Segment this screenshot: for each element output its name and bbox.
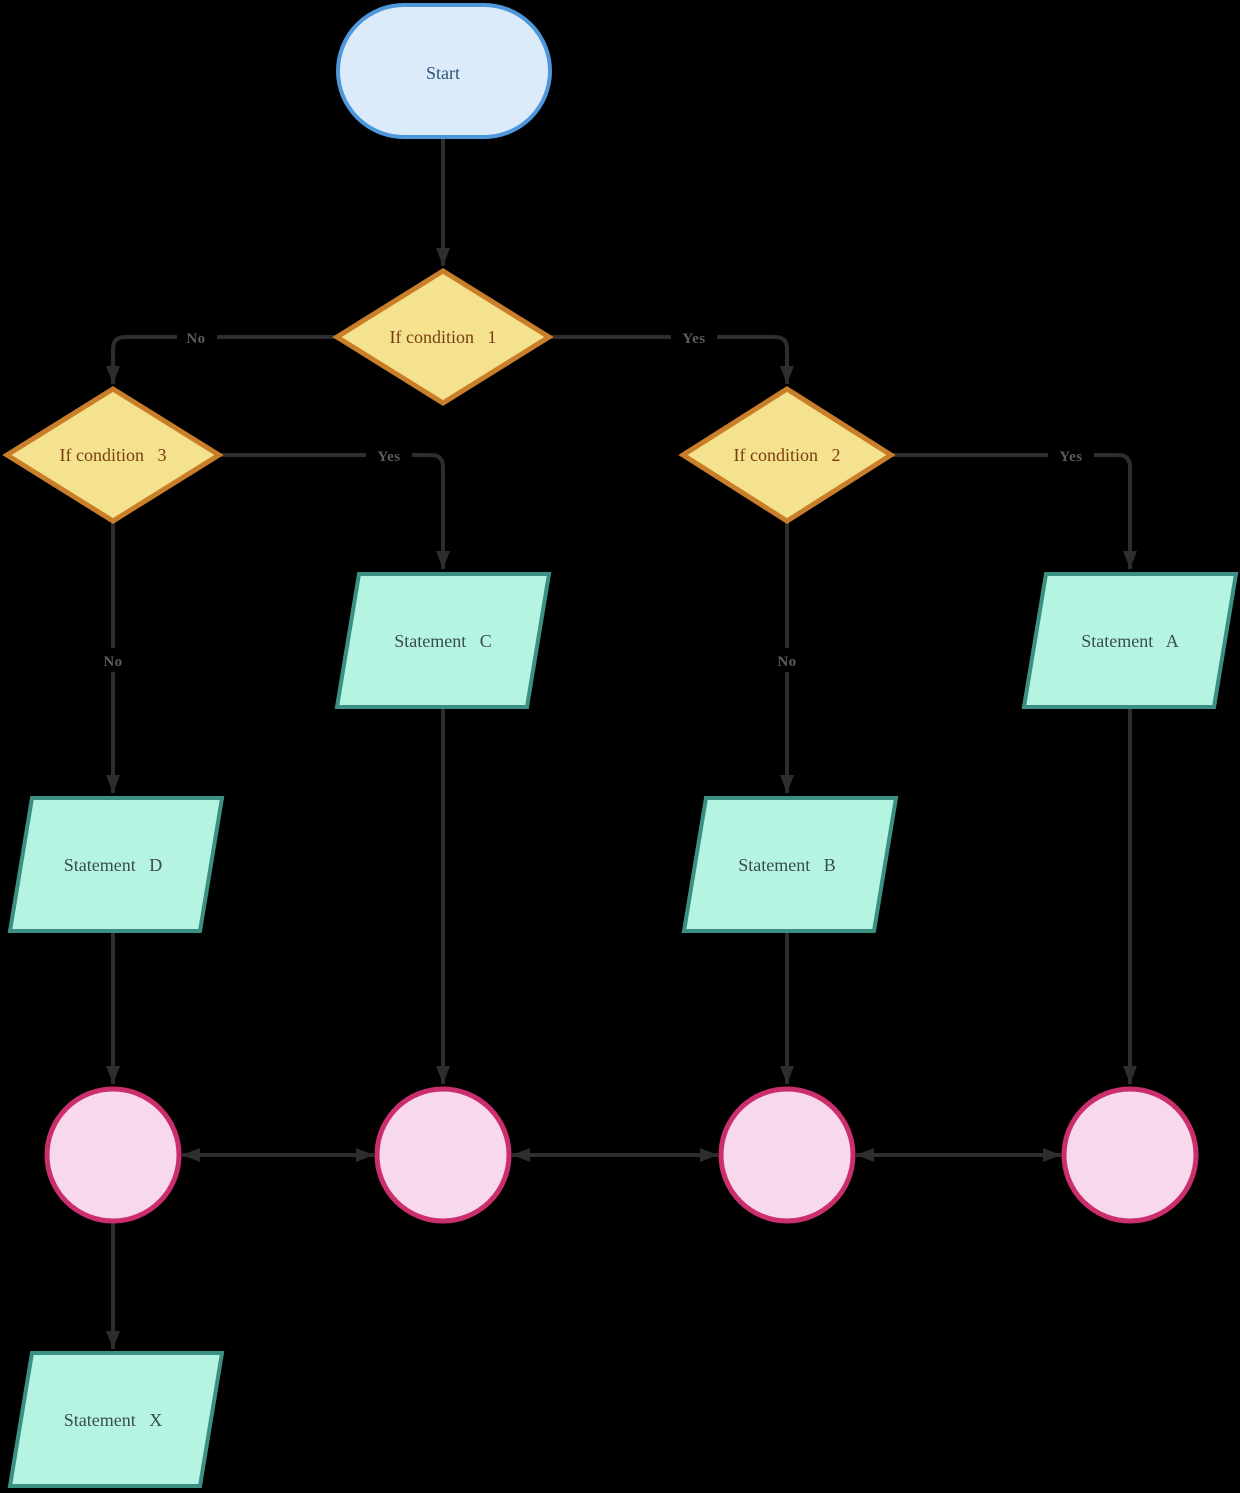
statement-d-label: Statement D — [64, 855, 162, 875]
edge-label-bg — [93, 648, 133, 672]
edge-label-cond2-yes: Yes — [1059, 449, 1082, 465]
edge-label-bg — [1048, 443, 1094, 467]
node-statement-x[interactable]: Statement X — [7, 1351, 225, 1488]
edge-label-bg — [767, 648, 807, 672]
node-statement-d[interactable]: Statement D — [7, 796, 225, 933]
statement-c-label: Statement C — [394, 631, 492, 651]
statement-b-shape[interactable] — [681, 796, 899, 933]
node-if-condition-3[interactable]: If condition 3 — [2, 386, 224, 524]
if-condition-3-label: If condition 3 — [60, 445, 167, 465]
edge-label-cond3-no: No — [103, 654, 122, 670]
statement-c-shape[interactable] — [334, 572, 552, 709]
if-condition-3-shape[interactable] — [2, 386, 224, 524]
circle-1-shape[interactable] — [44, 1086, 182, 1224]
edge-label-bg — [366, 443, 412, 467]
node-circle-4[interactable] — [1061, 1086, 1199, 1224]
circle-3-shape[interactable] — [718, 1086, 856, 1224]
circle-2-shape[interactable] — [374, 1086, 512, 1224]
edge-label-cond1-yes: Yes — [682, 331, 705, 347]
statement-a-shape[interactable] — [1021, 572, 1239, 709]
statement-b-label: Statement B — [738, 855, 836, 875]
node-circle-2[interactable] — [374, 1086, 512, 1224]
edge-labels-layer: No Yes Yes Yes No No — [93, 325, 1094, 672]
node-circle-1[interactable] — [44, 1086, 182, 1224]
circle-4-shape[interactable] — [1061, 1086, 1199, 1224]
start-shape[interactable] — [336, 3, 552, 139]
if-condition-2-shape[interactable] — [678, 386, 896, 524]
node-circle-3[interactable] — [718, 1086, 856, 1224]
node-statement-a[interactable]: Statement A — [1021, 572, 1239, 709]
edge-label-cond3-yes: Yes — [377, 449, 400, 465]
statement-d-shape[interactable] — [7, 796, 225, 933]
if-condition-2-label: If condition 2 — [734, 445, 841, 465]
node-start[interactable]: Start — [336, 3, 552, 139]
node-statement-c[interactable]: Statement C — [334, 572, 552, 709]
statement-x-shape[interactable] — [7, 1351, 225, 1488]
if-condition-1-shape[interactable] — [332, 268, 554, 406]
edge-label-cond2-no: No — [777, 654, 796, 670]
edge-cond3-yes-to-stmtC — [219, 453, 450, 569]
edge-cond2-yes-to-stmtA — [891, 453, 1137, 569]
edge-label-bg — [177, 325, 217, 349]
if-condition-1-label: If condition 1 — [390, 327, 497, 347]
node-if-condition-2[interactable]: If condition 2 — [678, 386, 896, 524]
edge-cond1-yes-to-cond2 — [549, 335, 794, 384]
statement-x-label: Statement X — [64, 1410, 162, 1430]
edge-label-cond1-no: No — [186, 331, 205, 347]
node-if-condition-1[interactable]: If condition 1 — [332, 268, 554, 406]
edge-label-bg — [671, 325, 717, 349]
start-label: Start — [426, 63, 460, 83]
statement-a-label: Statement A — [1081, 631, 1179, 651]
node-statement-b[interactable]: Statement B — [681, 796, 899, 933]
edge-cond1-no-to-cond3 — [106, 335, 337, 384]
